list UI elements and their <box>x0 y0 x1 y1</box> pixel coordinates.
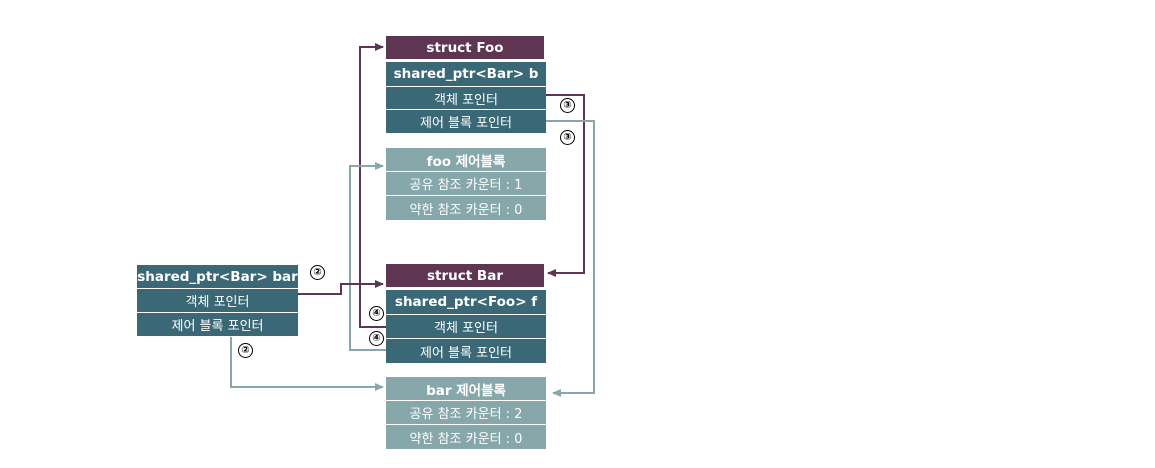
bar-shared-ptr-title: shared_ptr<Bar> bar <box>137 265 298 289</box>
bar-control-block-title: bar 제어블록 <box>386 377 546 401</box>
bar-control-pointer: 제어 블록 포인터 <box>137 313 298 337</box>
arrow-foo-b-object-to-bar <box>545 94 585 277</box>
foo-strong-count: 공유 참조 카운터 : 1 <box>386 172 546 196</box>
step-badge-2-object: ② <box>310 265 325 280</box>
struct-foo-title: struct Foo <box>386 36 544 60</box>
arrow-bar-control-to-bar-block <box>230 336 384 391</box>
foo-weak-count: 약한 참조 카운터 : 0 <box>386 196 546 221</box>
bar-object-pointer: 객체 포인터 <box>137 289 298 313</box>
arrow-foo-b-control-to-bar-block <box>545 120 595 397</box>
bar-weak-count: 약한 참조 카운터 : 0 <box>386 425 546 450</box>
step-badge-3-control: ③ <box>560 130 575 145</box>
step-badge-4-control: ④ <box>369 331 384 346</box>
bar-f-control-pointer: 제어 블록 포인터 <box>386 339 546 364</box>
struct-bar-title: struct Bar <box>386 264 544 288</box>
foo-b-control-pointer: 제어 블록 포인터 <box>386 110 546 134</box>
bar-f-object-pointer: 객체 포인터 <box>386 315 546 339</box>
foo-control-block-title: foo 제어블록 <box>386 148 546 172</box>
step-badge-3-object: ③ <box>560 98 575 113</box>
arrow-bar-f-object-to-foo <box>359 43 386 328</box>
bar-member-f: shared_ptr<Foo> f <box>386 290 546 315</box>
arrow-bar-f-control-to-foo-block <box>349 162 386 351</box>
step-badge-2-control: ② <box>238 343 253 358</box>
bar-strong-count: 공유 참조 카운터 : 2 <box>386 401 546 425</box>
arrow-bar-object-to-bar <box>298 280 384 295</box>
foo-b-object-pointer: 객체 포인터 <box>386 87 546 110</box>
foo-member-b: shared_ptr<Bar> b <box>386 62 546 87</box>
step-badge-4-object: ④ <box>369 306 384 321</box>
